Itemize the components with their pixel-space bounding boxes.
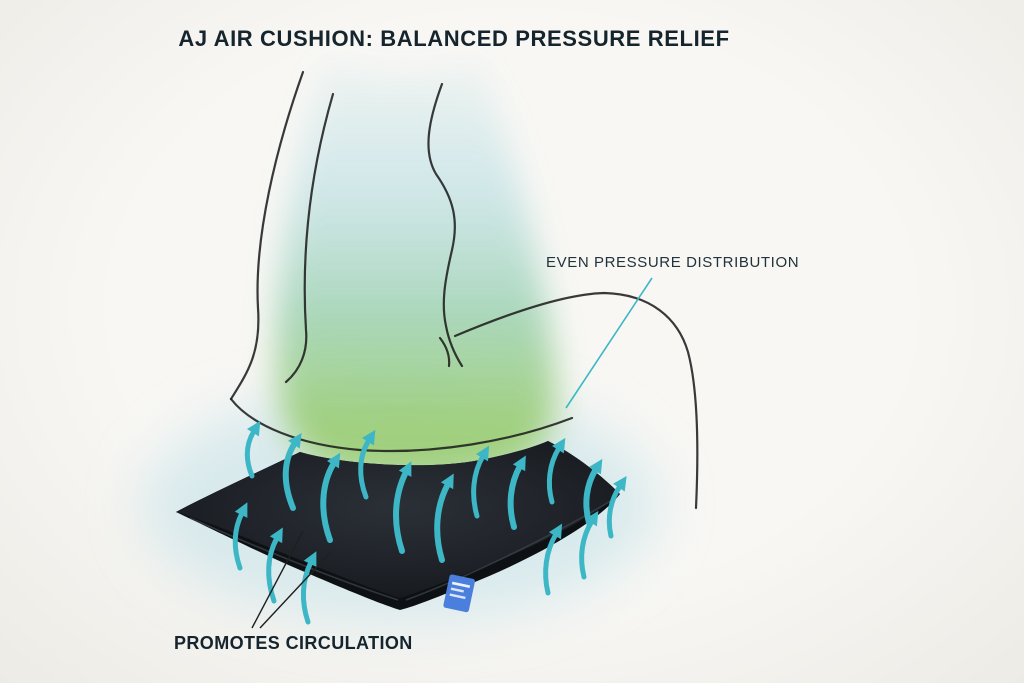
airflow-arrow	[320, 452, 341, 543]
torso-gradient-wash	[275, 58, 556, 481]
airflow-arrow	[244, 420, 261, 479]
diagram-title: AJ AIR CUSHION: BALANCED PRESSURE RELIEF	[178, 26, 730, 51]
airflow-arrow	[606, 476, 627, 539]
person-back-line	[229, 70, 305, 401]
person-thigh-leg-line	[453, 291, 699, 510]
airflow-arrow	[358, 429, 376, 500]
circulation-leader-line-1	[251, 530, 304, 629]
airflow-arrow	[579, 510, 599, 580]
cushion-brand-tag	[443, 574, 475, 613]
airflow-arrow	[266, 527, 283, 604]
person-front-torso-line	[427, 82, 464, 368]
annotation-leader-lines	[251, 277, 653, 629]
airflow-arrow	[301, 551, 317, 625]
even-pressure-label: EVEN PRESSURE DISTRIBUTION	[546, 254, 800, 271]
airflow-arrow	[232, 502, 248, 571]
airflow-arrows	[232, 420, 627, 625]
person-seat-contact-line	[229, 397, 574, 453]
airflow-arrow	[543, 523, 563, 596]
airflow-arrow	[546, 437, 566, 505]
airflow-arrow	[507, 455, 526, 530]
airflow-arrow	[393, 461, 412, 554]
promotes-circulation-label: PROMOTES CIRCULATION	[174, 633, 413, 653]
airflow-arrow	[282, 433, 302, 511]
person-waist-crease	[438, 336, 451, 368]
airflow-arrow	[471, 445, 490, 519]
airflow-arrow	[434, 473, 454, 563]
seated-person-outline	[229, 70, 699, 510]
pressure-leader-line	[565, 277, 653, 409]
person-inner-back-line	[284, 92, 335, 384]
circulation-leader-line-2	[259, 551, 332, 629]
